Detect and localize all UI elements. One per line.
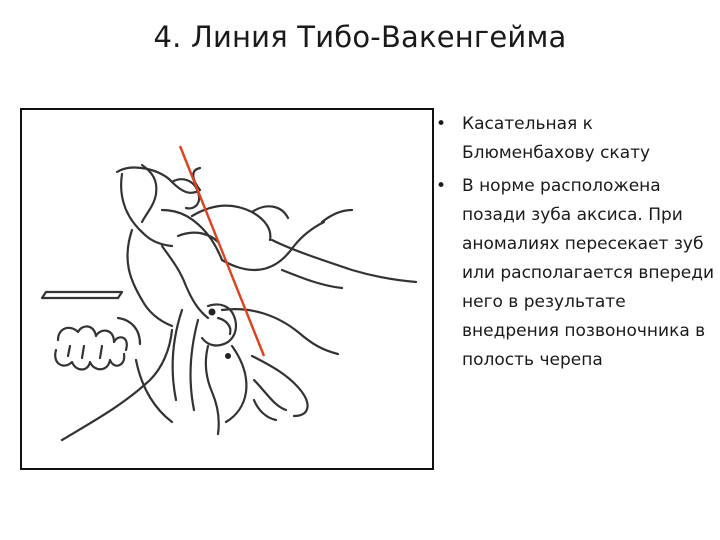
atlas-mark: [225, 353, 231, 359]
bullet-item: • Касательная к Блюменбахову скату: [432, 110, 720, 168]
bullet-text: В норме расположена позади зуба аксиса. …: [462, 176, 715, 370]
bullet-glyph: •: [436, 176, 447, 196]
thibault-wackenheim-line: [178, 145, 266, 357]
bullet-glyph: •: [436, 114, 447, 134]
slide-title: 4. Линия Тибо-Вакенгейма: [153, 20, 567, 54]
diagram-drawing: [40, 145, 418, 442]
odontoid-mark: [208, 308, 216, 316]
bullet-item: • В норме расположена позади зуба аксиса…: [432, 172, 720, 375]
bullet-list: • Касательная к Блюменбахову скату • В н…: [432, 110, 720, 379]
bullet-text: Касательная к Блюменбахову скату: [462, 114, 651, 163]
skull-base-diagram: [20, 108, 434, 470]
anatomy-outline: [40, 163, 418, 442]
